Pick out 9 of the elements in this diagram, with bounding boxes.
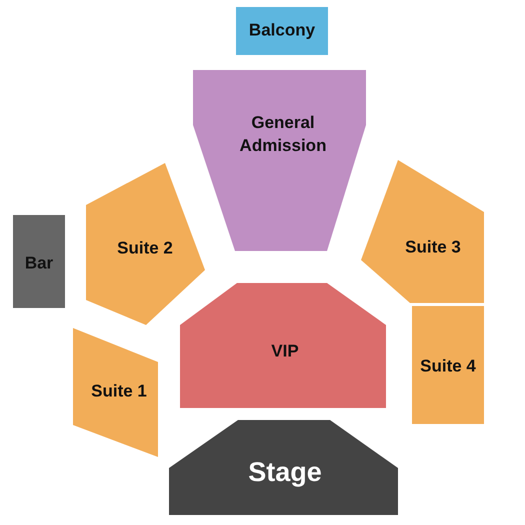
section-label: Bar — [24, 252, 54, 275]
section-label: Suite 1 — [90, 380, 148, 403]
section-label: VIP — [270, 340, 300, 363]
section-label: Suite 4 — [419, 356, 477, 378]
section-label: Balcony — [248, 20, 316, 42]
section-label: Suite 2 — [116, 238, 174, 260]
section-label: Suite 3 — [404, 236, 462, 259]
section-label: Stage — [247, 456, 323, 489]
section-label: General Admission — [238, 112, 328, 157]
